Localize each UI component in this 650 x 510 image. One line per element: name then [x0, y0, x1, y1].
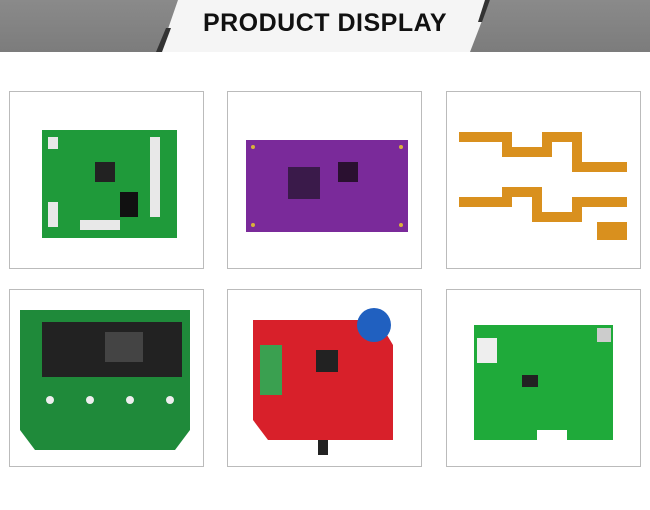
product-image-display-control-board[interactable] — [9, 289, 204, 467]
product-image-red-pcb-module[interactable] — [227, 289, 422, 467]
banner-shape — [156, 0, 490, 52]
product-image-flexible-pcb[interactable] — [446, 91, 641, 269]
product-image-green-wifi-board[interactable] — [446, 289, 641, 467]
product-image-purple-pcb[interactable] — [227, 91, 422, 269]
header-banner: PRODUCT DISPLAY — [0, 0, 650, 52]
product-image-green-control-board[interactable] — [9, 91, 204, 269]
page-title: PRODUCT DISPLAY — [202, 9, 448, 37]
